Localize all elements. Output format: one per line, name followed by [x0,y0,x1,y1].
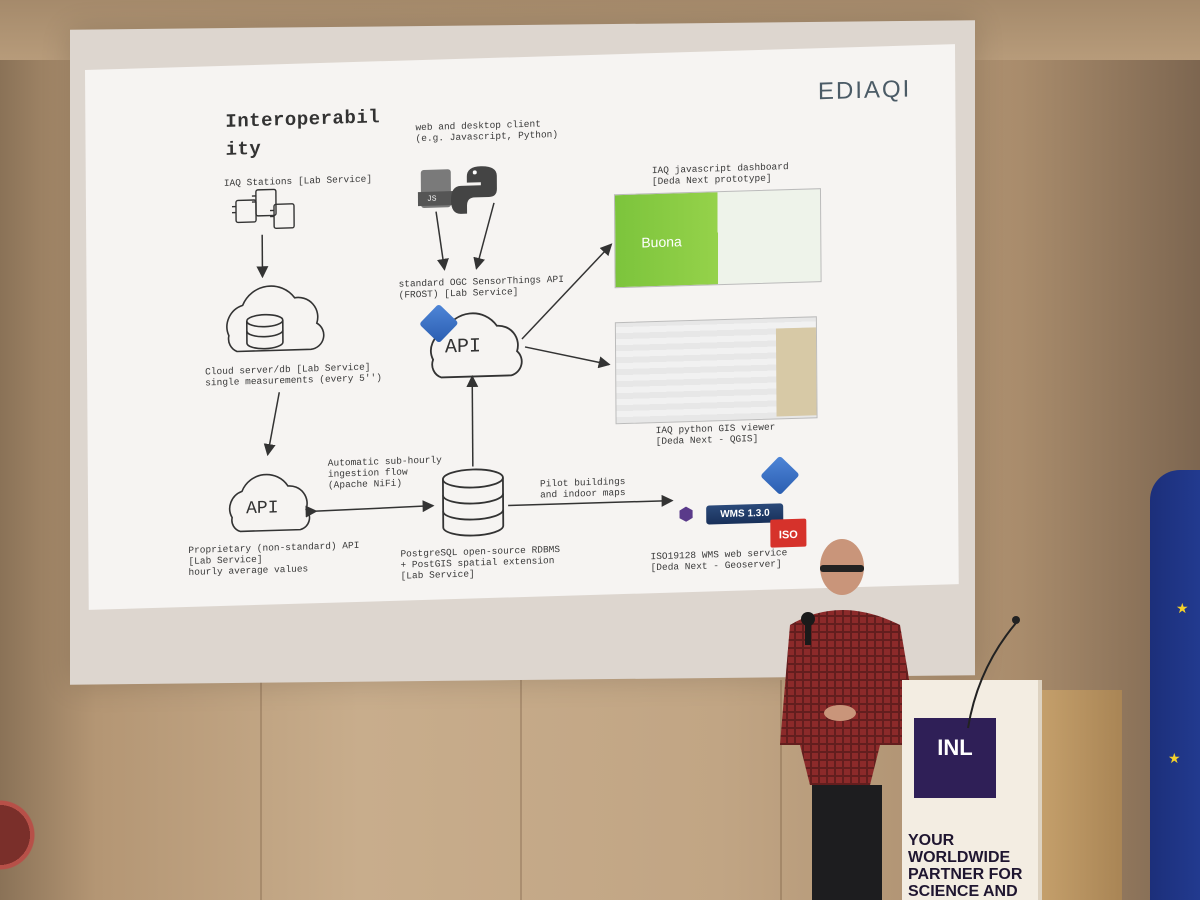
label-web-client: web and desktop client (e.g. Javascript,… [415,118,559,145]
label-dashboard: IAQ javascript dashboard [Deda Next prot… [651,161,789,188]
proprietary-api-cloud-icon [228,473,311,533]
postgres-database-icon [442,468,505,537]
qgis-screenshot [614,316,818,425]
wms-badge-group: ⬢ WMS 1.3.0 [678,503,784,526]
label-postgres: PostgreSQL open-source RDBMS + PostGIS s… [400,543,561,582]
label-wms-service: ISO19128 WMS web service [Deda Next - Ge… [650,547,788,574]
geoserver-hexagon-icon: ⬢ [678,505,695,526]
label-pilot-buildings: Pilot buildings and indoor maps [539,475,626,501]
api-center-label: API [444,335,482,360]
label-proprietary-api: Proprietary (non-standard) API [Lab Serv… [188,539,360,578]
inl-logo: INL [914,718,996,798]
podium-microphone [967,616,1020,729]
flag-star-icon: ★ [1176,600,1189,616]
decorative-object [0,770,40,900]
map-thumbnail [775,327,817,417]
js-badge: JS [426,194,437,204]
architecture-diagram [226,166,674,537]
presenter [780,539,920,900]
arrow-python-to-api [473,202,495,270]
presentation-slide: Interoperability EDIAQI [85,44,959,610]
api-left-label: API [246,498,279,520]
arrow-db-to-wms [508,494,674,507]
sensor-station-icon [231,188,295,230]
podium-slogan: YOUR WORLDWIDE PARTNER FOR SCIENCE AND [908,832,1023,900]
wall-panel-seam [780,680,782,900]
label-gis-viewer: IAQ python GIS viewer [Deda Next - QGIS] [655,421,776,448]
arrow-api-to-gis [524,346,611,369]
dashboard-screenshot: Buona [613,188,822,289]
flag-star-icon: ★ [1168,750,1181,766]
python-logo-icon [450,166,497,214]
eu-flag: ★ ★ [1150,470,1200,900]
dashboard-greeting: Buona [641,233,682,251]
wall-panel-seam [260,680,262,900]
arrow-js-to-api [435,211,449,271]
cloud-database-icon [226,285,325,353]
arrow-db-to-api [466,375,479,467]
arrow-cloud-to-api [263,392,281,457]
arrow-ingestion-flow [305,500,435,518]
podium-side [1042,690,1122,900]
wall-panel-seam [520,680,522,900]
podium: INL YOUR WORLDWIDE PARTNER FOR SCIENCE A… [902,680,1042,900]
label-ingestion: Automatic sub-hourly ingestion flow (Apa… [327,454,442,491]
javascript-file-icon [417,169,455,208]
arrow-api-to-dashboard [521,243,613,340]
